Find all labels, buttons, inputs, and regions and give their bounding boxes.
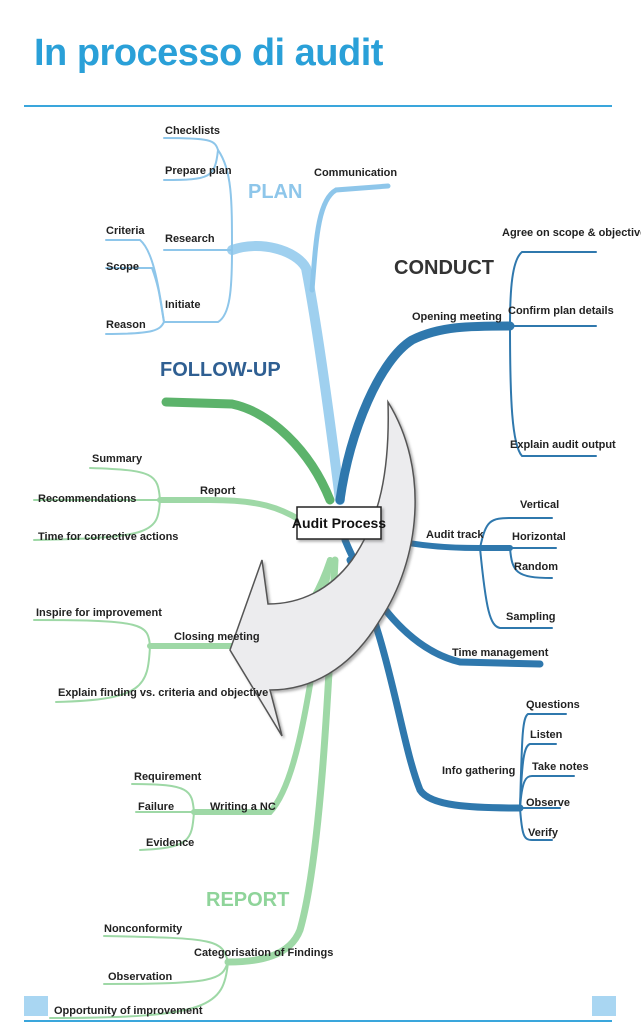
followup-summary: Summary [92, 453, 143, 465]
conduct-confirm-plan: Confirm plan details [508, 305, 614, 317]
followup-inspire: Inspire for improvement [36, 607, 162, 619]
report-requirement: Requirement [134, 771, 202, 783]
followup-recommendations: Recommendations [38, 493, 136, 505]
conduct-vertical: Vertical [520, 499, 559, 511]
report-nonconformity: Nonconformity [104, 923, 183, 935]
report-heading: REPORT [206, 889, 289, 911]
corner-block-right [592, 996, 616, 1016]
corner-block-left [24, 996, 48, 1016]
center-label: Audit Process [292, 515, 386, 531]
plan-research: Research [165, 233, 215, 245]
followup-closing-meeting: Closing meeting [174, 631, 260, 643]
conduct-verify: Verify [528, 827, 559, 839]
followup-main-connector [161, 397, 335, 505]
report-evidence: Evidence [146, 837, 194, 849]
cycle-arrow [229, 399, 416, 737]
plan-communication-connector [309, 183, 391, 293]
report-opportunity: Opportunity of improvement [54, 1005, 203, 1017]
page-title: In processo di audit [34, 32, 383, 74]
conduct-audit-track: Audit track [426, 529, 484, 541]
report-categorisation: Categorisation of Findings [194, 947, 333, 959]
conduct-questions: Questions [526, 699, 580, 711]
followup-heading: FOLLOW-UP [160, 359, 281, 381]
followup-time-corrective: Time for corrective actions [38, 531, 178, 543]
conduct-sampling: Sampling [506, 611, 556, 623]
center-node: Audit Process [292, 506, 386, 540]
plan-main-connector [227, 241, 345, 505]
plan-communication: Communication [314, 167, 397, 179]
conduct-horizontal: Horizontal [512, 531, 566, 543]
plan-branch [105, 137, 391, 505]
conduct-random: Random [514, 561, 558, 573]
plan-criteria: Criteria [106, 225, 145, 237]
conduct-listen: Listen [530, 729, 563, 741]
plan-scope: Scope [106, 261, 139, 273]
conduct-take-notes: Take notes [532, 761, 589, 773]
followup-explain-finding: Explain finding vs. criteria and objecti… [58, 687, 268, 699]
followup-report-connector [157, 497, 303, 523]
report-writing-nc: Writing a NC [210, 801, 276, 813]
followup-branch [161, 397, 335, 505]
conduct-info-gathering: Info gathering [442, 765, 515, 777]
conduct-time-management: Time management [452, 647, 549, 659]
plan-initiate: Initiate [165, 299, 200, 311]
conduct-heading: CONDUCT [394, 257, 494, 279]
report-observation: Observation [108, 971, 172, 983]
conduct-observe: Observe [526, 797, 570, 809]
conduct-opening-meeting: Opening meeting [412, 311, 502, 323]
plan-reason: Reason [106, 319, 146, 331]
plan-checklists: Checklists [165, 125, 220, 137]
bottom-rule [24, 1020, 612, 1022]
plan-heading: PLAN [248, 181, 302, 203]
conduct-agree-scope: Agree on scope & objectives [502, 227, 641, 239]
followup-report: Report [200, 485, 236, 497]
conduct-opening-connector [335, 321, 515, 505]
title-rule [24, 105, 612, 107]
conduct-explain-output: Explain audit output [510, 439, 616, 451]
report-failure: Failure [138, 801, 174, 813]
plan-prepare-plan: Prepare plan [165, 165, 232, 177]
